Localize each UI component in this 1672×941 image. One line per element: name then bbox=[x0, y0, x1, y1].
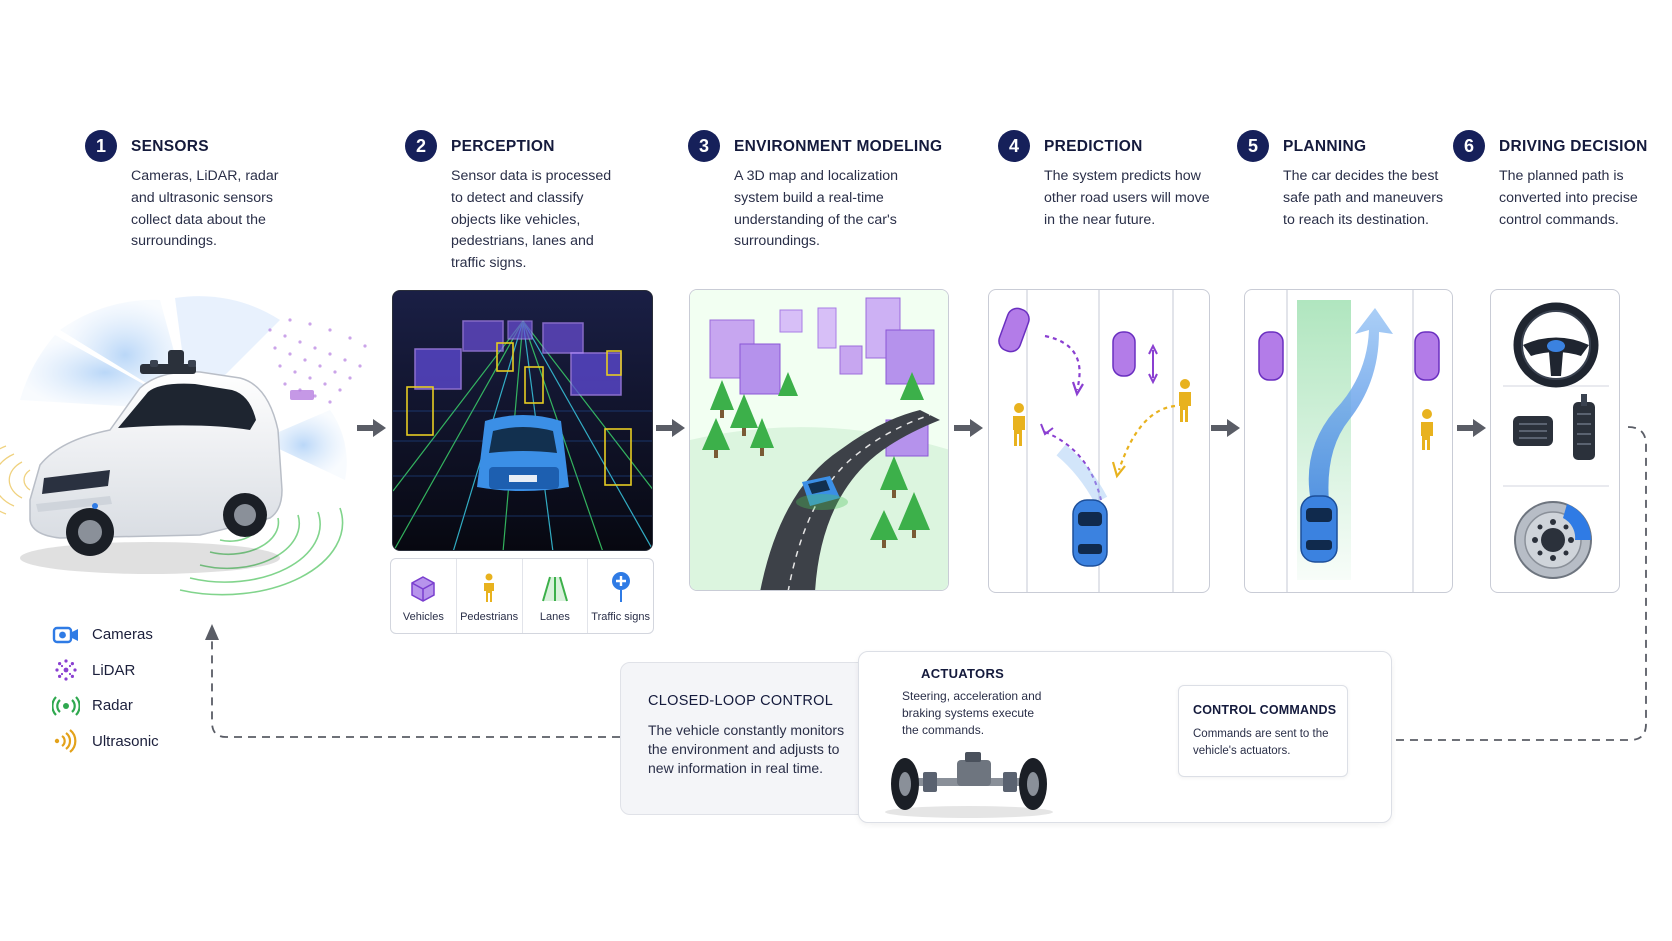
planning-panel bbox=[1244, 289, 1453, 593]
road bbox=[760, 410, 940, 590]
ego-vehicle-topdown bbox=[1072, 499, 1108, 567]
step-number: 5 bbox=[1237, 130, 1269, 162]
step-number: 3 bbox=[688, 130, 720, 162]
actuators-title: ACTUATORS bbox=[921, 666, 1005, 681]
actuators-description: Steering, acceleration and braking syste… bbox=[902, 689, 1042, 737]
step-number: 6 bbox=[1453, 130, 1485, 162]
legend-label: LiDAR bbox=[92, 661, 136, 679]
perception-scene bbox=[393, 291, 652, 550]
perception-legend-label: Lanes bbox=[539, 611, 570, 623]
loop-arrowhead bbox=[205, 624, 219, 640]
planning-scene bbox=[1258, 290, 1440, 592]
environment-model-scene bbox=[690, 290, 948, 590]
perception-legend-traffic-signs: Traffic signs bbox=[588, 559, 653, 633]
radar-icon bbox=[52, 695, 80, 716]
control-commands-box: CONTROL COMMANDS Commands are sent to th… bbox=[1178, 685, 1348, 777]
step-description: A 3D map and localization system build a… bbox=[734, 168, 899, 250]
legend-label: Ultrasonic bbox=[92, 732, 159, 750]
step-title: PREDICTION bbox=[1044, 138, 1143, 155]
perception-legend-pedestrians: Pedestrians bbox=[457, 559, 523, 633]
flow-arrow bbox=[656, 419, 685, 437]
step-description: Sensor data is processed to detect and c… bbox=[451, 168, 612, 272]
loop-description: The vehicle constantly monitors the envi… bbox=[648, 722, 845, 776]
closed-loop-control-box: CLOSED-LOOP CONTROL The vehicle constant… bbox=[620, 662, 870, 815]
controls-scene bbox=[1503, 302, 1609, 579]
legend-label: Cameras bbox=[92, 626, 153, 644]
perception-legend-label: Traffic signs bbox=[591, 611, 650, 623]
commands-title: CONTROL COMMANDS bbox=[1193, 703, 1337, 717]
other-vehicle bbox=[998, 307, 1136, 377]
perception-panel bbox=[392, 290, 653, 551]
brake-disc-icon bbox=[1514, 501, 1592, 579]
step-description: The system predicts how other road users… bbox=[1044, 168, 1210, 228]
legend-item-lidar: LiDAR bbox=[52, 653, 159, 689]
trees bbox=[702, 372, 930, 548]
ego-vehicle-3d bbox=[796, 476, 848, 510]
lidar-points bbox=[268, 318, 367, 404]
pedestrian-icon bbox=[484, 573, 495, 602]
perception-legend-label: Vehicles bbox=[402, 611, 444, 623]
step-title: DRIVING DECISION bbox=[1499, 138, 1648, 155]
step-description: The planned path is converted into preci… bbox=[1499, 168, 1638, 228]
steering-wheel-icon bbox=[1513, 302, 1599, 388]
driving-decision-panel bbox=[1490, 289, 1620, 593]
step-number: 1 bbox=[85, 130, 117, 162]
legend-label: Radar bbox=[92, 697, 133, 715]
camera-icon bbox=[52, 626, 78, 643]
perception-legend-lanes: Lanes bbox=[523, 559, 589, 633]
cube-icon bbox=[411, 576, 436, 602]
legend-item-radar: Radar bbox=[52, 688, 159, 724]
step-title: PLANNING bbox=[1283, 138, 1367, 155]
lidar-icon bbox=[55, 659, 77, 681]
legend-item-cameras: Cameras bbox=[52, 617, 159, 653]
step-title: PERCEPTION bbox=[451, 138, 555, 155]
step-number: 2 bbox=[405, 130, 437, 162]
perception-legend-label: Pedestrians bbox=[460, 611, 519, 623]
camera-field bbox=[260, 410, 347, 480]
environment-model-panel bbox=[689, 289, 949, 591]
step-title: ENVIRONMENT MODELING bbox=[734, 138, 943, 155]
sensor-car-illustration bbox=[0, 296, 367, 596]
lanes-icon bbox=[541, 576, 568, 602]
detected-pedestrians bbox=[406, 342, 632, 486]
loop-title: CLOSED-LOOP CONTROL bbox=[648, 693, 834, 709]
flow-arrow bbox=[357, 419, 386, 437]
chassis-icon bbox=[885, 752, 1053, 818]
ultrasonic-icon bbox=[54, 729, 77, 754]
commands-description: Commands are sent to the vehicle's actua… bbox=[1193, 728, 1329, 757]
sensor-legend: Cameras LiDAR Radar Ultrasonic bbox=[52, 617, 159, 759]
ego-vehicle bbox=[477, 415, 569, 491]
prediction-panel bbox=[988, 289, 1210, 593]
ego-vehicle-topdown bbox=[1300, 495, 1338, 563]
step-description: Cameras, LiDAR, radar and ultrasonic sen… bbox=[131, 168, 279, 250]
perception-legend-vehicles: Vehicles bbox=[391, 559, 457, 633]
perception-legend: Vehicles Pedestrians Lanes Traffic signs bbox=[390, 558, 654, 634]
planned-path bbox=[1308, 308, 1393, 502]
other-vehicle bbox=[1258, 331, 1440, 381]
flow-arrow bbox=[1457, 419, 1486, 437]
flow-arrow bbox=[1211, 419, 1240, 437]
lidar-object bbox=[290, 390, 314, 400]
flow-arrow bbox=[954, 419, 983, 437]
pedestrian bbox=[1421, 409, 1433, 450]
traffic-sign-icon bbox=[611, 572, 630, 602]
ultrasonic-waves bbox=[0, 445, 31, 515]
legend-item-ultrasonic: Ultrasonic bbox=[52, 724, 159, 760]
step-title: SENSORS bbox=[131, 138, 209, 155]
pedestrian bbox=[1013, 379, 1191, 446]
step-description: The car decides the best safe path and m… bbox=[1283, 168, 1444, 228]
autonomous-car bbox=[20, 350, 283, 574]
pedals-icon bbox=[1513, 394, 1595, 460]
step-number: 4 bbox=[998, 130, 1030, 162]
prediction-scene bbox=[998, 290, 1191, 592]
